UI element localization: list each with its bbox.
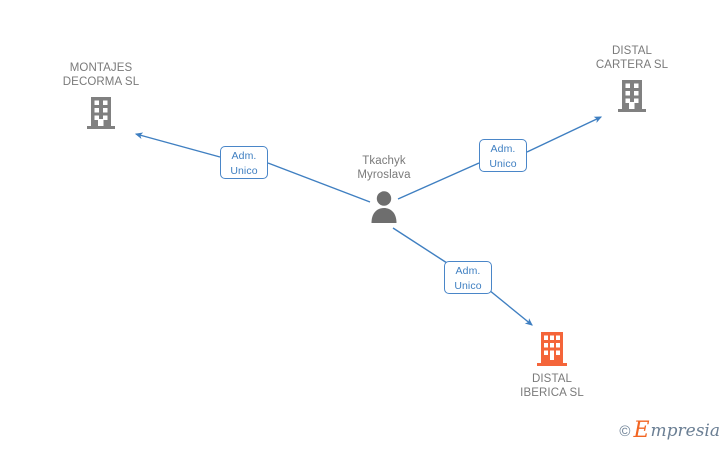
node-label-distal-iberica: DISTAL IBERICA SL bbox=[520, 373, 584, 399]
node-label-person: Tkachyk Myroslava bbox=[357, 155, 411, 181]
edge-line-montajes-decorma-left bbox=[134, 132, 221, 158]
node-montajes-decorma[interactable]: MONTAJES DECORMA SL bbox=[37, 62, 165, 131]
copyright-icon: © bbox=[619, 422, 631, 440]
person-icon bbox=[371, 191, 397, 223]
building-icon bbox=[87, 97, 115, 129]
watermark-empresia: © E mpresia bbox=[619, 420, 720, 442]
edge-line-distal-cartera-left bbox=[397, 162, 480, 200]
edge-label-montajes-decorma[interactable]: Adm. Unico bbox=[220, 146, 268, 179]
edge-line-distal-cartera-right bbox=[526, 116, 603, 153]
node-person-tkachyk-myroslava[interactable]: Tkachyk Myroslava bbox=[320, 155, 448, 223]
building-icon bbox=[618, 80, 646, 112]
node-label-distal-cartera: DISTAL CARTERA SL bbox=[595, 45, 669, 71]
node-distal-cartera[interactable]: DISTAL CARTERA SL bbox=[568, 45, 696, 114]
watermark-brand-initial: E bbox=[633, 418, 650, 443]
edge-line-montajes-decorma-right bbox=[267, 162, 371, 203]
edge-label-distal-iberica[interactable]: Adm. Unico bbox=[444, 261, 492, 294]
edge-line-distal-iberica-top bbox=[392, 227, 448, 264]
node-distal-iberica[interactable]: DISTAL IBERICA SL bbox=[488, 330, 616, 400]
node-label-montajes-decorma: MONTAJES DECORMA SL bbox=[62, 62, 140, 88]
edge-line-distal-iberica-bottom bbox=[488, 289, 533, 326]
edge-label-distal-cartera[interactable]: Adm. Unico bbox=[479, 139, 527, 172]
watermark-brand-name: mpresia bbox=[650, 420, 721, 441]
building-icon bbox=[537, 332, 567, 366]
